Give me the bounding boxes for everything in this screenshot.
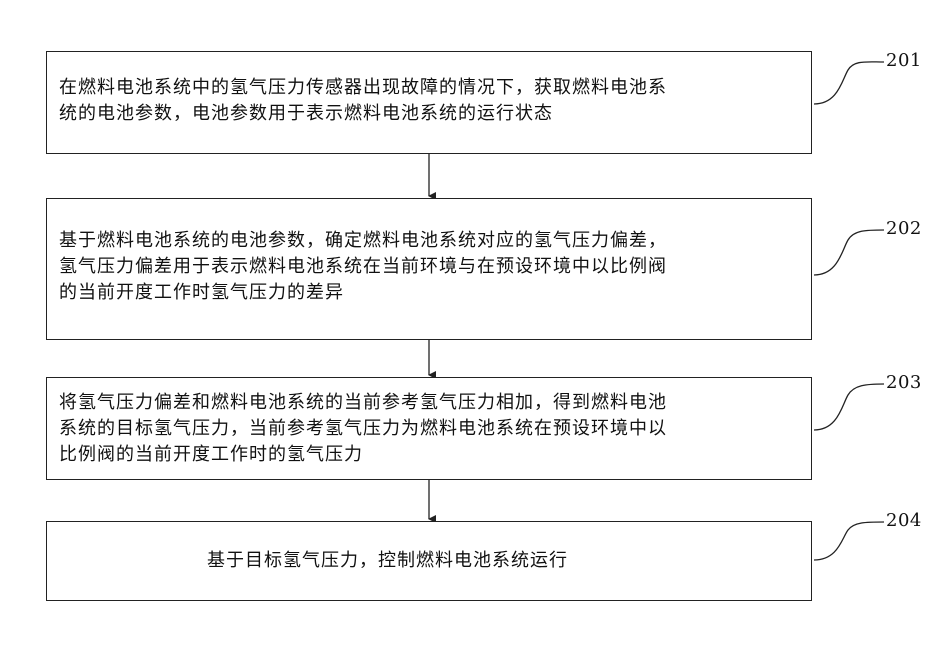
ref-label-203: 203 bbox=[886, 372, 922, 393]
step-202-line-3: 的当前开度工作时氢气压力的差异 bbox=[59, 280, 667, 306]
step-203-line-2: 系统的目标氢气压力，当前参考氢气压力为燃料电池系统在预设环境中以 bbox=[59, 416, 667, 442]
step-text-202: 基于燃料电池系统的电池参数，确定燃料电池系统对应的氢气压力偏差， 氢气压力偏差用… bbox=[59, 228, 667, 306]
leader-line-203 bbox=[814, 384, 884, 430]
step-203-line-1: 将氢气压力偏差和燃料电池系统的当前参考氢气压力相加，得到燃料电池 bbox=[59, 390, 667, 416]
step-text-203: 将氢气压力偏差和燃料电池系统的当前参考氢气压力相加，得到燃料电池 系统的目标氢气… bbox=[59, 390, 667, 468]
ref-label-202: 202 bbox=[886, 218, 922, 239]
leader-line-204 bbox=[814, 522, 884, 560]
step-202-line-1: 基于燃料电池系统的电池参数，确定燃料电池系统对应的氢气压力偏差， bbox=[59, 228, 667, 254]
step-box-202: 基于燃料电池系统的电池参数，确定燃料电池系统对应的氢气压力偏差， 氢气压力偏差用… bbox=[46, 198, 812, 340]
leader-line-201 bbox=[814, 62, 884, 104]
step-box-201: 在燃料电池系统中的氢气压力传感器出现故障的情况下，获取燃料电池系 统的电池参数，… bbox=[46, 51, 812, 154]
step-204-line-1: 基于目标氢气压力，控制燃料电池系统运行 bbox=[207, 548, 568, 574]
step-text-201: 在燃料电池系统中的氢气压力传感器出现故障的情况下，获取燃料电池系 统的电池参数，… bbox=[59, 75, 667, 127]
step-201-line-2: 统的电池参数，电池参数用于表示燃料电池系统的运行状态 bbox=[59, 101, 667, 127]
step-203-line-3: 比例阀的当前开度工作时的氢气压力 bbox=[59, 442, 667, 468]
step-box-204: 基于目标氢气压力，控制燃料电池系统运行 bbox=[46, 521, 812, 601]
step-text-204: 基于目标氢气压力，控制燃料电池系统运行 bbox=[207, 548, 568, 574]
leader-line-202 bbox=[814, 230, 884, 275]
ref-label-201: 201 bbox=[886, 50, 922, 71]
step-201-line-1: 在燃料电池系统中的氢气压力传感器出现故障的情况下，获取燃料电池系 bbox=[59, 75, 667, 101]
step-box-203: 将氢气压力偏差和燃料电池系统的当前参考氢气压力相加，得到燃料电池 系统的目标氢气… bbox=[46, 377, 812, 480]
ref-label-204: 204 bbox=[886, 510, 922, 531]
step-202-line-2: 氢气压力偏差用于表示燃料电池系统在当前环境与在预设环境中以比例阀 bbox=[59, 254, 667, 280]
